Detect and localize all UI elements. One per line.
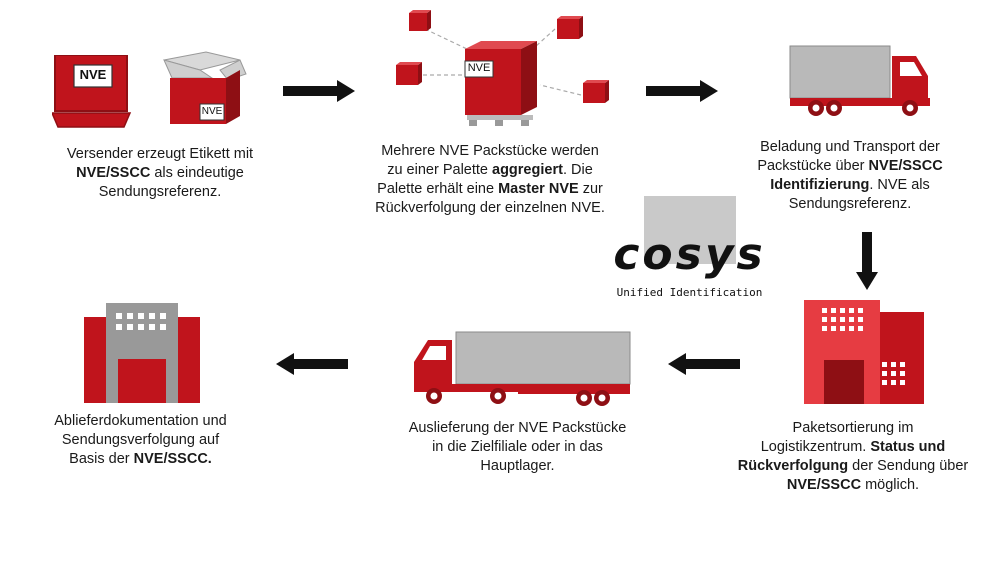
warehouse-icon xyxy=(84,303,200,403)
step1-caption: Versender erzeugt Etikett mit NVE/SSCC a… xyxy=(40,145,280,202)
step4-line2: Logistikzentrum. xyxy=(760,439,871,455)
step4-line4: möglich. xyxy=(861,477,920,493)
nve-box-label: NVE xyxy=(201,106,223,117)
step2-line2: zu einer Palette xyxy=(387,162,493,178)
cosys-logo: cosys Unified Identification xyxy=(612,196,767,304)
nve-laptop-label: NVE xyxy=(79,67,107,82)
step3-line2: Packstücke über xyxy=(757,158,869,174)
step4-bold-status: Status und xyxy=(870,439,946,455)
step5-line2: in die Zielfiliale oder in das xyxy=(432,439,603,455)
step4-caption: Paketsortierung im Logistikzentrum. Stat… xyxy=(728,419,978,495)
nve-pallet-label: NVE xyxy=(467,62,491,74)
step3-line3: . NVE als xyxy=(869,177,930,193)
step3-line1: Beladung und Transport der xyxy=(760,139,940,155)
arrow-right-icon xyxy=(283,80,355,102)
step2-bold-master-nve: Master NVE xyxy=(498,181,579,197)
truck-icon xyxy=(788,42,933,120)
step6-line2: Sendungsverfolgung auf xyxy=(61,432,220,448)
box-icon: NVE xyxy=(158,50,248,128)
step4-line1: Paketsortierung im xyxy=(792,420,914,436)
step6-line3: Basis der xyxy=(69,451,134,467)
step5-line3: Hauptlager. xyxy=(480,458,555,474)
step3-line4: Sendungsreferenz. xyxy=(788,196,912,212)
arrow-left-icon xyxy=(668,353,740,375)
step2-line1: Mehrere NVE Packstücke werden xyxy=(381,143,599,159)
step6-line1: Ablieferdokumentation und xyxy=(54,413,227,429)
logistics-center-icon xyxy=(804,300,926,404)
arrow-left-icon xyxy=(276,353,348,375)
step2-caption: Mehrere NVE Packstücke werden zu einer P… xyxy=(355,142,625,218)
step1-line2: als eindeutige xyxy=(150,165,244,181)
step2-line2-end: . Die xyxy=(562,162,593,178)
arrow-right-icon xyxy=(646,80,718,102)
step3-caption: Beladung und Transport der Packstücke üb… xyxy=(735,138,965,214)
step6-bold-nve-sscc: NVE/SSCC. xyxy=(133,451,212,467)
step4-bold-rueckverfolgung: Rückverfolgung xyxy=(737,458,849,474)
step3-bold-nve-sscc: NVE/SSCC xyxy=(868,158,943,174)
logo-wordmark: cosys xyxy=(613,229,766,280)
step1-bold-nve: NVE/SSCC xyxy=(76,165,151,181)
step2-line3: Palette erhält eine xyxy=(377,181,499,197)
laptop-icon: NVE xyxy=(52,55,132,130)
step1-line3: Sendungsreferenz. xyxy=(98,184,222,200)
step1-line1: Versender erzeugt Etikett mit xyxy=(66,146,254,162)
step5-caption: Auslieferung der NVE Packstücke in die Z… xyxy=(385,419,650,476)
logo-grey-block xyxy=(644,196,736,264)
step2-line4: Rückverfolgung der einzelnen NVE. xyxy=(375,200,605,216)
step2-line3-end: zur xyxy=(578,181,603,197)
delivery-truck-icon xyxy=(408,328,633,410)
step4-bold-nve-sscc: NVE/SSCC xyxy=(786,477,862,493)
step3-bold-identifizierung: Identifizierung xyxy=(770,177,870,193)
logo-tagline: Unified Identification xyxy=(616,286,763,299)
step6-caption: Ablieferdokumentation und Sendungsverfol… xyxy=(28,412,253,469)
step5-line1: Auslieferung der NVE Packstücke xyxy=(408,420,627,436)
step4-line3: der Sendung über xyxy=(848,458,969,474)
pallet-icon: NVE xyxy=(385,5,625,135)
arrow-down-icon xyxy=(856,232,878,290)
step2-bold-aggregiert: aggregiert xyxy=(492,162,563,178)
